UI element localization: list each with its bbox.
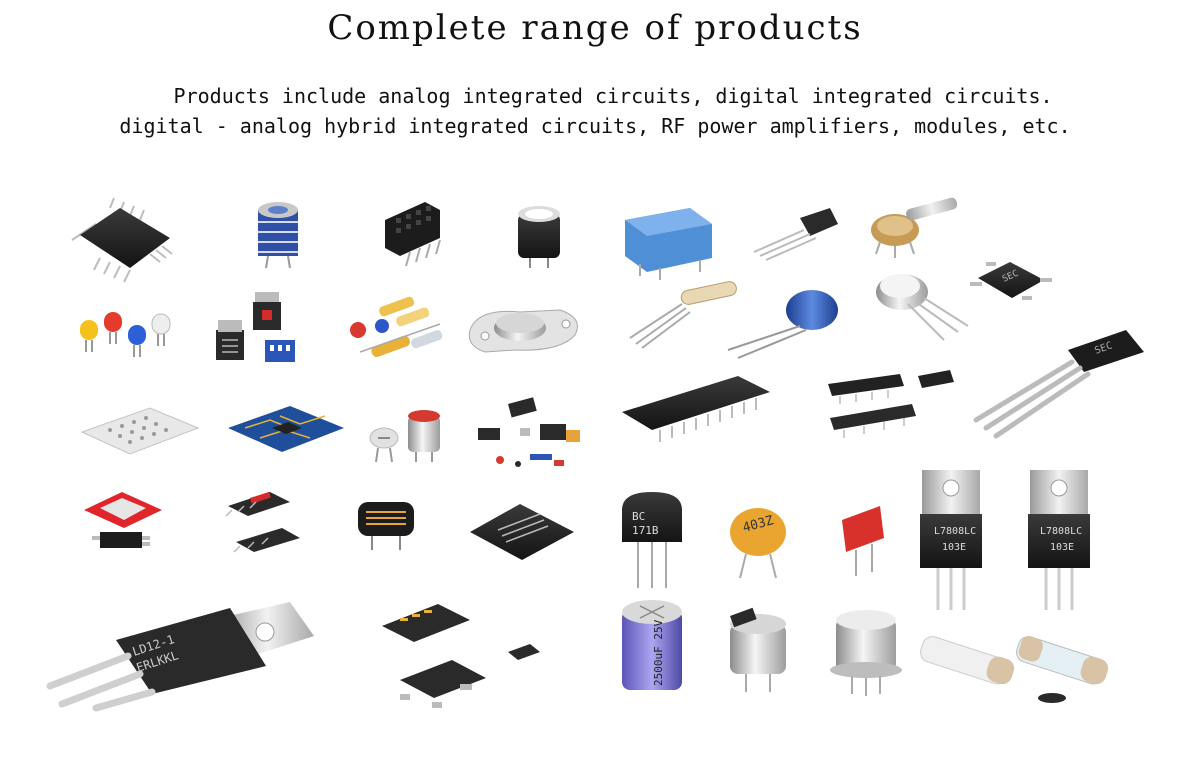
description-line-1: Products include analog integrated circu… (137, 84, 1053, 108)
electrolytic-cap-marking: 2500uF 25V (652, 619, 665, 686)
page-title: Complete range of products (327, 8, 863, 48)
transistor-marking-2: 171B (632, 524, 659, 537)
pcb-chip (228, 406, 344, 452)
soic-chips (225, 491, 300, 553)
glass-fuses (920, 636, 1109, 703)
regulator-1-marking-2: 103E (942, 542, 966, 553)
blue-relay (625, 208, 712, 280)
metal-can-transistor (876, 274, 969, 341)
bc171b-transistor: BC 171B (622, 492, 682, 588)
passive-components-cluster (350, 296, 443, 357)
dip-ic-large (622, 376, 770, 442)
smd-bridge-chip: SEC (970, 262, 1052, 300)
qfp-chip (71, 197, 173, 283)
description-line-2: digital - analog hybrid integrated circu… (119, 114, 1071, 138)
to3-metal-transistor (468, 309, 578, 353)
led-group (80, 312, 171, 357)
voltage-regulator-2: L7808LC 103E (1028, 470, 1090, 610)
voltage-regulator-1: L7808LC 103E (920, 470, 982, 610)
smd-led-and-sot (84, 492, 162, 548)
glass-led-lying (629, 281, 737, 349)
qfp-chip-2 (470, 504, 574, 560)
regulator-2-marking-1: L7808LC (1040, 526, 1082, 537)
regulator-2-marking-2: 103E (1050, 542, 1074, 553)
pin-header-connector (385, 202, 441, 267)
potentiometer (871, 197, 958, 258)
power-transistor-lying: SEC (973, 330, 1144, 439)
film-capacitor-red (842, 506, 884, 576)
bga-package (80, 407, 200, 455)
crystal-oscillator (358, 502, 414, 550)
large-to220-transistor: LD12-1 ERLKKL (46, 602, 314, 712)
product-illustration: SEC (46, 197, 1144, 712)
metal-can-large (830, 610, 902, 696)
regulator-1-marking-1: L7808LC (934, 526, 976, 537)
dfn-and-sot223 (382, 604, 540, 708)
blue-disc-capacitor (727, 290, 838, 359)
transistor-marking-1: BC (632, 510, 645, 523)
purple-electrolytic-capacitor: 2500uF 25V (622, 600, 682, 690)
trimmer-and-capacitor (369, 410, 440, 463)
black-electrolytic-capacitor (518, 206, 560, 268)
mosfet-and-switch (216, 292, 295, 362)
ceramic-capacitor-orange: 403Z (730, 508, 786, 579)
dip-ic-small-group (828, 370, 954, 438)
white-electrolytic-capacitor (730, 607, 786, 692)
blue-ring-capacitor (258, 202, 298, 269)
small-transistor-lying (753, 208, 838, 261)
smd-parts-cluster (478, 397, 580, 467)
